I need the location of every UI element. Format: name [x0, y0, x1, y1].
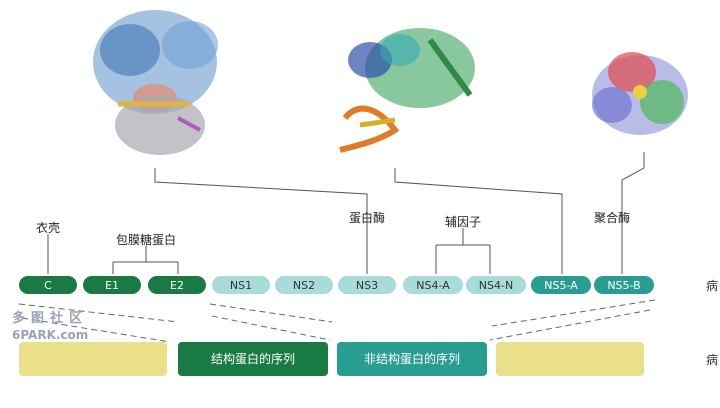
watermark-line1: 多图社区 [12, 310, 88, 326]
bar-left-yellow [19, 342, 167, 376]
label-brackets [47, 228, 491, 274]
structure-polymerase [592, 52, 688, 135]
bar-right-yellow [496, 342, 644, 376]
protein-ns2: NS2 [275, 276, 333, 294]
structure-connectors [154, 152, 645, 274]
structure-helicase [339, 28, 475, 153]
protein-c: C [19, 276, 77, 294]
svg-text:E2: E2 [170, 279, 184, 292]
bar-structural-label: 结构蛋白的序列 [211, 351, 295, 366]
protein-ns4a: NS4-A [403, 276, 463, 294]
bar-nonstructural-label: 非结构蛋白的序列 [364, 351, 460, 366]
svg-text:E1: E1 [105, 279, 119, 292]
svg-text:NS4-N: NS4-N [479, 279, 513, 292]
protein-ns3: NS3 [338, 276, 396, 294]
label-capsid: 衣壳 [36, 220, 60, 235]
edge-label-row1: 病 [706, 278, 718, 293]
svg-text:NS5-B: NS5-B [607, 279, 640, 292]
structure-protease [93, 10, 218, 155]
protein-row: C E1 E2 NS1 NS2 NS3 NS4-A NS4-N [19, 276, 654, 294]
expansion-lines [18, 299, 656, 343]
label-envelope: 包膜糖蛋白 [116, 232, 176, 247]
svg-text:NS2: NS2 [293, 279, 315, 292]
protein-ns1: NS1 [212, 276, 270, 294]
svg-text:NS5-A: NS5-A [544, 279, 578, 292]
protein-e2: E2 [148, 276, 206, 294]
protein-ns4n: NS4-N [466, 276, 526, 294]
label-polymerase: 聚合酶 [594, 210, 630, 225]
protein-ns5a: NS5-A [531, 276, 591, 294]
bar-structural [178, 342, 328, 376]
label-protease: 蛋白酶 [349, 210, 385, 225]
watermark-line2: 6PARK.com [12, 328, 88, 342]
bar-nonstructural [337, 342, 487, 376]
protein-ns5b: NS5-B [594, 276, 654, 294]
svg-text:NS3: NS3 [356, 279, 378, 292]
edge-label-row2: 病 [706, 352, 718, 367]
label-cofactor: 辅因子 [445, 215, 481, 229]
protein-e1: E1 [83, 276, 141, 294]
svg-text:C: C [44, 279, 52, 292]
svg-text:NS4-A: NS4-A [416, 279, 450, 292]
svg-text:NS1: NS1 [230, 279, 252, 292]
